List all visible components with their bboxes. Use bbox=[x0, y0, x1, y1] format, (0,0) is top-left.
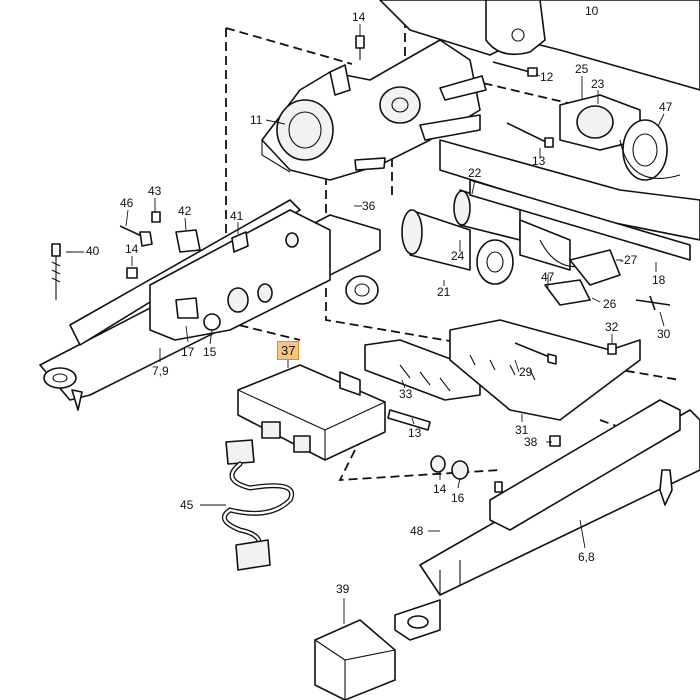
callout-36: 36 bbox=[362, 199, 376, 213]
callout-16: 16 bbox=[451, 491, 465, 505]
part-shaft-motor-right bbox=[439, 94, 700, 241]
part-control-unit bbox=[237, 364, 386, 461]
callout-23: 23 bbox=[591, 77, 605, 91]
callout-45: 45 bbox=[180, 498, 194, 512]
callout-13: 13 bbox=[408, 426, 422, 440]
callout-41: 41 bbox=[230, 209, 244, 223]
screws-top bbox=[355, 35, 554, 148]
callout-48: 48 bbox=[410, 524, 424, 538]
callout-46: 46 bbox=[120, 196, 134, 210]
part-plates bbox=[364, 319, 641, 447]
callout-79: 7,9 bbox=[152, 364, 169, 378]
callout-47: 47 bbox=[659, 100, 673, 114]
callout-22: 22 bbox=[468, 166, 482, 180]
callout-14: 14 bbox=[352, 10, 366, 24]
callout-27: -27 bbox=[620, 253, 638, 267]
callout-33: 33 bbox=[399, 387, 413, 401]
callout-25: 25 bbox=[575, 62, 589, 76]
callout-10: 10 bbox=[585, 4, 599, 18]
callout-29: 29 bbox=[519, 365, 533, 379]
callout-14: 14 bbox=[433, 482, 447, 496]
callout-11: 11 bbox=[250, 113, 263, 127]
part-right-rail bbox=[394, 399, 700, 641]
part-rod bbox=[469, 179, 691, 311]
callout-39: 39 bbox=[336, 582, 350, 596]
part-motors-middle bbox=[401, 189, 621, 306]
callout-26: 26 bbox=[603, 297, 617, 311]
callout-30: 30 bbox=[657, 327, 671, 341]
part-motor-upper bbox=[261, 39, 487, 181]
callout-17: 17 bbox=[181, 345, 195, 359]
part-left-rail bbox=[39, 199, 381, 411]
part-cable-harness bbox=[221, 439, 295, 571]
part-cover bbox=[314, 619, 396, 700]
callout-21: 21 bbox=[437, 285, 451, 299]
callout-13: 13 bbox=[532, 154, 546, 168]
callout-43: 43 bbox=[148, 184, 162, 198]
callout-37-highlighted[interactable]: 37 bbox=[277, 341, 300, 360]
callout-15: 15 bbox=[203, 345, 217, 359]
leader-lines bbox=[66, 24, 665, 624]
part-frame-top bbox=[379, 0, 700, 91]
callout-14: 14 bbox=[125, 242, 139, 256]
callout-68: 6,8 bbox=[578, 550, 595, 564]
callout-42: 42 bbox=[178, 204, 192, 218]
callout-32: 32 bbox=[605, 320, 619, 334]
callout-18: 18 bbox=[652, 273, 666, 287]
callout-47: 47 bbox=[541, 270, 555, 284]
callout-40: 40 bbox=[86, 244, 100, 258]
callout-24: 24 bbox=[451, 249, 465, 263]
callout-38: 38 bbox=[524, 435, 538, 449]
callout-31: 31 bbox=[515, 423, 529, 437]
callout-12: 12 bbox=[540, 70, 554, 84]
